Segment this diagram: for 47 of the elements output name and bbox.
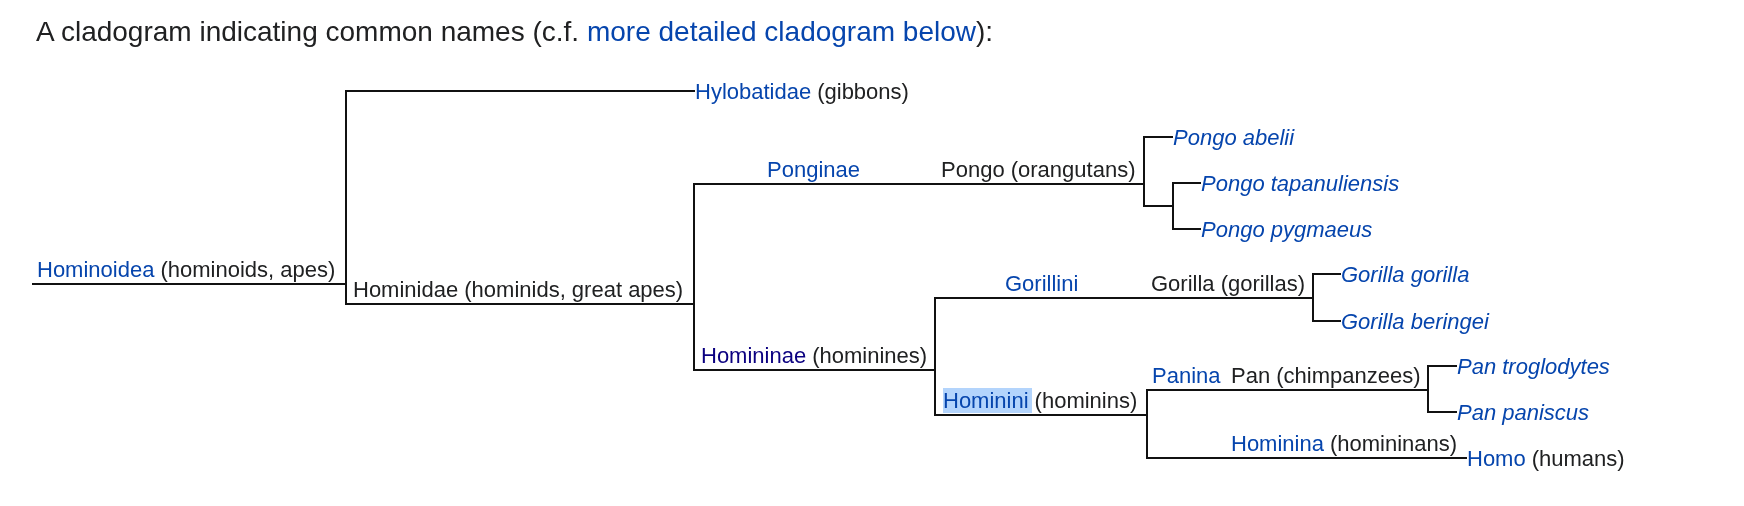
taxon-label: Gorilla (gorillas) bbox=[1151, 271, 1306, 296]
branch-line bbox=[1312, 297, 1342, 322]
taxon-link: Hominina bbox=[1231, 431, 1324, 456]
common-name: (hominins) bbox=[1034, 388, 1138, 413]
branch-line bbox=[693, 183, 865, 305]
species-link: Gorilla beringei bbox=[1341, 309, 1489, 334]
branch-line bbox=[693, 303, 936, 371]
common-name: (hominines) bbox=[812, 343, 928, 368]
species-link: Pongo pygmaeus bbox=[1201, 217, 1373, 242]
heading: A cladogram indicating common names (c.f. more detailed cladogram below): bbox=[36, 16, 994, 48]
branch-line bbox=[1081, 297, 1314, 299]
branch-line bbox=[1146, 414, 1460, 459]
branch-line bbox=[31, 283, 347, 285]
taxon-link: Hylobatidae bbox=[695, 79, 812, 104]
branch-line bbox=[345, 90, 696, 285]
species-link: Pongo tapanuliensis bbox=[1201, 171, 1400, 196]
cladogram-link: more detailed cladogram below bbox=[586, 16, 977, 47]
branch-line bbox=[1143, 183, 1202, 230]
taxon-label: Pan (chimpanzees) bbox=[1231, 363, 1421, 388]
taxon-label: Pongo (orangutans) bbox=[941, 157, 1136, 182]
branch-line bbox=[345, 283, 695, 305]
branch-line bbox=[1223, 389, 1429, 391]
branch-line bbox=[934, 297, 1083, 371]
taxon-link: Panina bbox=[1152, 363, 1221, 388]
common-name: (gibbons) bbox=[817, 79, 909, 104]
common-name: (humans) bbox=[1531, 446, 1625, 471]
taxon-label: Hominidae (hominids, great apes) bbox=[353, 277, 684, 302]
species-link: Pan paniscus bbox=[1457, 400, 1590, 425]
branch-line bbox=[1146, 389, 1225, 416]
branch-line bbox=[934, 369, 1148, 416]
branch-line bbox=[1427, 365, 1458, 391]
taxon-link: Ponginae bbox=[767, 157, 860, 182]
species-link: Gorilla gorilla bbox=[1341, 262, 1470, 287]
branch-line bbox=[1427, 389, 1458, 413]
taxon-link: Homo bbox=[1467, 446, 1526, 471]
branch-line bbox=[863, 183, 1145, 185]
taxon-link: Gorillini bbox=[1005, 271, 1079, 296]
common-name: (homininans) bbox=[1329, 431, 1458, 456]
branch-line bbox=[1312, 273, 1342, 299]
branch-line bbox=[1143, 136, 1174, 185]
species-link: Pongo abelii bbox=[1173, 125, 1295, 150]
taxon-link: Hominini bbox=[943, 388, 1032, 413]
species-link: Pan troglodytes bbox=[1457, 354, 1610, 379]
branch-line bbox=[1458, 457, 1468, 459]
taxon-link: Homininae bbox=[701, 343, 807, 368]
common-name: (hominoids, apes) bbox=[160, 257, 336, 282]
taxon-link: Hominoidea bbox=[37, 257, 155, 282]
